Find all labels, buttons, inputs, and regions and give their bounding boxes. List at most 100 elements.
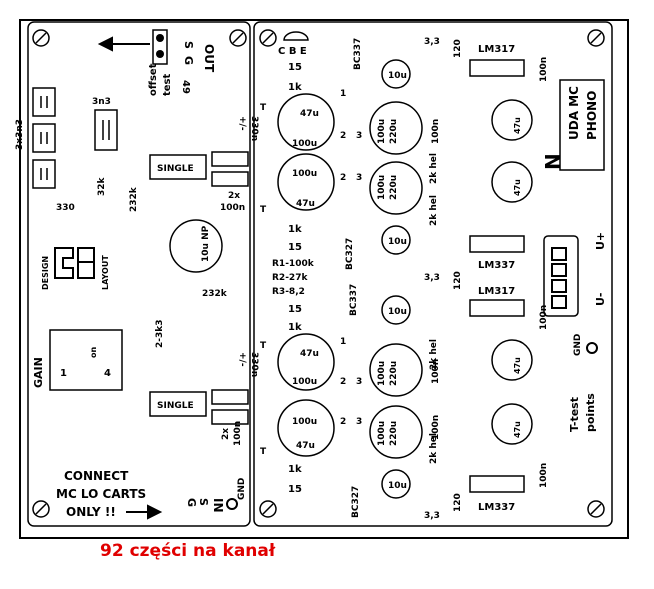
c47u-top xyxy=(277,93,335,151)
c10u-b2-label: 10u xyxy=(388,481,407,491)
c100u-b3-label: 100u xyxy=(377,361,387,386)
c100u-b2-label: 100u xyxy=(292,417,317,427)
r120-top-label: 120 xyxy=(453,39,463,58)
c47u-r1 xyxy=(491,99,533,141)
right-module-outline xyxy=(253,21,613,527)
n2-top: 2 xyxy=(340,131,346,141)
gain-on-label: on xyxy=(89,347,98,358)
board-outline xyxy=(19,19,629,539)
c47u-top-label: 47u xyxy=(300,109,319,119)
pcb-layout-diagram: S G OUT 3x3n3 3n3 offset test 49 SINGLE … xyxy=(15,19,629,539)
r32k-label: 32k xyxy=(97,176,107,196)
in-label: IN xyxy=(211,498,225,513)
r120-bot-label: 120 xyxy=(453,493,463,512)
t-top-label: T xyxy=(260,103,267,113)
t-b1-label: T xyxy=(260,341,267,351)
r2khel-top-label: 2k hel xyxy=(429,153,439,184)
c47u-b4 xyxy=(491,403,533,445)
test-label: test xyxy=(162,73,173,96)
n3-top: 3 xyxy=(356,131,362,141)
lm337-top-label: LM337 xyxy=(478,260,515,271)
out-connector xyxy=(152,29,168,65)
c100n-b1-label: 100n xyxy=(431,359,441,384)
c100u-top3-label: 100u xyxy=(377,119,387,144)
cap-block-3x3n3 xyxy=(32,87,56,189)
c47u-b2-label: 47u xyxy=(296,441,315,451)
v33-top-label: 3,3 xyxy=(424,37,440,47)
c220u-top xyxy=(369,101,423,155)
single-bot-label: SINGLE xyxy=(157,401,194,411)
c10u-top2-label: 10u xyxy=(388,237,407,247)
pm-top-label: +/- xyxy=(237,116,247,131)
r330-top-label: 330 xyxy=(56,203,75,213)
points-label: points xyxy=(584,393,597,432)
n1-top: 1 xyxy=(340,89,346,99)
c47u-r2-label: 47u xyxy=(513,179,522,196)
c220u-top2-label: 220u xyxy=(389,175,399,200)
c10u-top-label: 10u xyxy=(388,71,407,81)
layout-label: LAYOUT xyxy=(101,255,110,290)
r15-top-label: 15 xyxy=(288,62,302,73)
lm317-top xyxy=(469,59,525,77)
r120-mid-label: 120 xyxy=(453,271,463,290)
c47u-r1-label: 47u xyxy=(513,117,522,134)
u-minus-label: U- xyxy=(594,293,607,307)
out-arrow xyxy=(97,36,150,52)
gnd-in-pad xyxy=(226,498,238,510)
gain-label: GAIN xyxy=(32,357,45,388)
mounting-holes xyxy=(32,29,605,518)
gain-pin4-label: 4 xyxy=(104,368,111,379)
n3-bot: 3 xyxy=(356,377,362,387)
transistor-outline xyxy=(283,31,309,41)
r49-label: 49 xyxy=(180,80,191,94)
r1k-b2-label: 1k xyxy=(288,464,302,475)
lm317-bot-label: LM317 xyxy=(478,286,515,297)
title-box xyxy=(559,79,605,171)
c220u-top-label: 220u xyxy=(389,119,399,144)
cap-block-top xyxy=(211,151,249,187)
lm317-bot xyxy=(469,299,525,317)
in-arrow xyxy=(126,504,163,520)
t-b2-label: T xyxy=(260,447,267,457)
lm337-top xyxy=(469,235,525,253)
in-g-label: G xyxy=(185,498,198,507)
c47u-b3 xyxy=(491,339,533,381)
offset-label: offset xyxy=(148,63,159,96)
c100n-b2-label: 100n xyxy=(431,415,441,440)
lm317-top-label: LM317 xyxy=(478,44,515,55)
title-line2: PHONO xyxy=(585,91,599,140)
gnd-label: GND xyxy=(573,334,583,356)
power-connector xyxy=(543,235,579,317)
c100n-top-label: 100n xyxy=(220,203,245,213)
n2-bot2: 2 xyxy=(340,417,346,427)
c10u-top xyxy=(381,59,411,89)
c2x-bot-label: 2x xyxy=(221,428,231,440)
c47u-b1-label: 47u xyxy=(300,349,319,359)
n2-top2: 2 xyxy=(340,173,346,183)
r3-label: R3-8,2 xyxy=(272,287,305,297)
u-plus-label: U+ xyxy=(594,232,607,250)
v33-bot-label: 3,3 xyxy=(424,511,440,521)
design-label: DESIGN xyxy=(41,256,50,290)
r2khel-top2-label: 2k hel xyxy=(429,195,439,226)
r232k-mid-label: 232k xyxy=(202,289,228,299)
c100n-b4-label: 100n xyxy=(539,463,549,488)
c220u-top2 xyxy=(369,161,423,215)
single-bot-box xyxy=(149,391,207,417)
n3-top2: 3 xyxy=(356,173,362,183)
only-label: ONLY !! xyxy=(66,505,116,519)
lm337-bot-label: LM337 xyxy=(478,502,515,513)
bc337-bot-label: BC337 xyxy=(349,284,359,316)
c100n-b3-label: 100n xyxy=(539,305,549,330)
c220u-b2 xyxy=(369,405,423,459)
r1k-b1-label: 1k xyxy=(288,322,302,333)
r232k-top-label: 232k xyxy=(129,186,139,212)
n-mark: N xyxy=(541,153,565,170)
np-cap-label: 10u NP xyxy=(201,225,211,262)
c100u-b1-label: 100u xyxy=(292,377,317,387)
c3n3-label: 3n3 xyxy=(92,97,111,107)
c10u-b2 xyxy=(381,469,411,499)
bc327-bot-label: BC327 xyxy=(351,486,361,518)
c330n-bot-label: 330n xyxy=(249,352,259,377)
pm-bot-label: +/- xyxy=(237,352,247,367)
